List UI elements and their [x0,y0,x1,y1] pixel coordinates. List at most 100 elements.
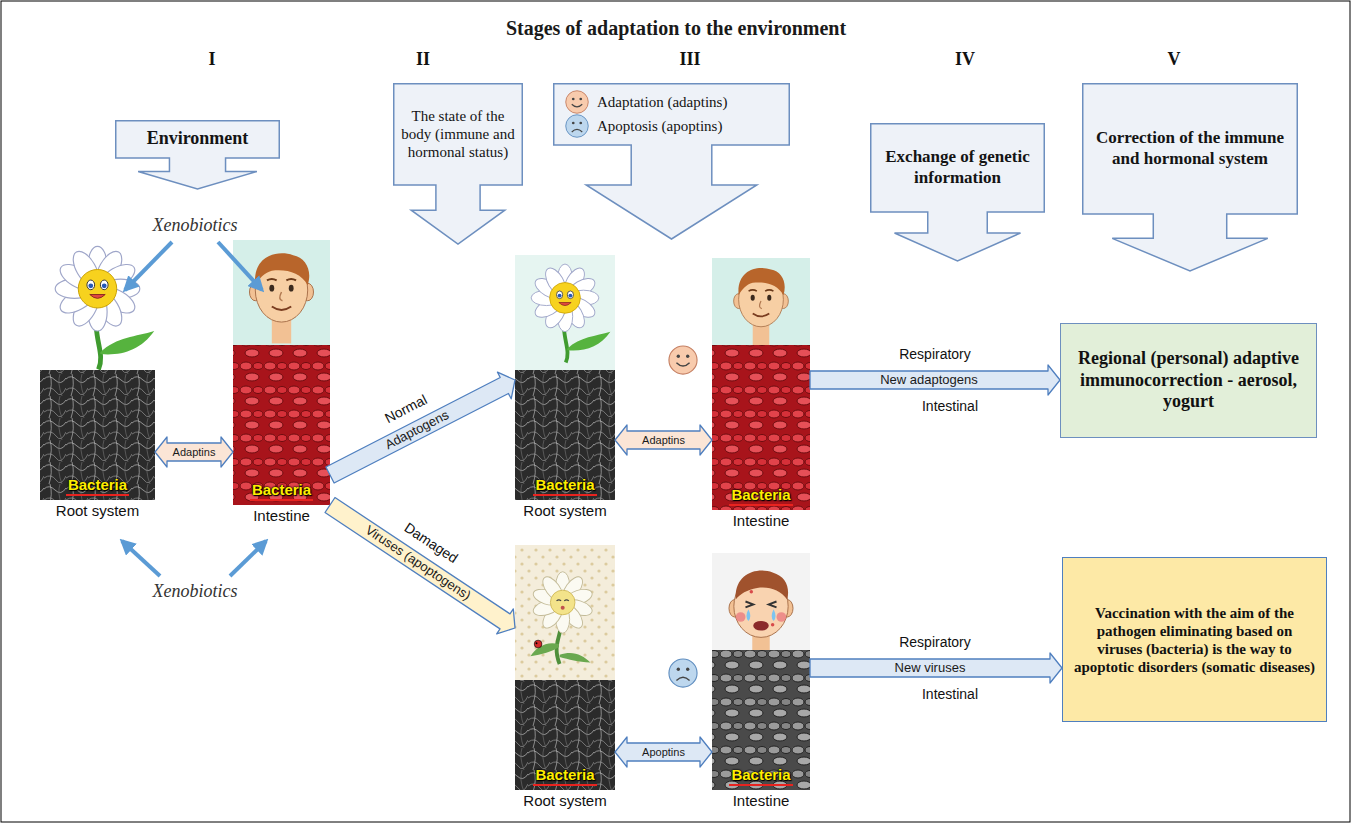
flower-ground [515,545,615,680]
block-arrow [615,425,712,455]
callout-outline [1082,83,1298,272]
result-box: Regional (personal) adaptive immunocorre… [1060,323,1317,438]
result-text: Regional (personal) adaptive immunocorre… [1071,348,1306,413]
xenobiotic-arrow [122,541,160,576]
route-label: Intestinal [922,398,978,415]
root-system-picture [515,680,615,790]
stage-callout: Environment [115,120,280,190]
stage-numeral: I [208,49,215,71]
stage-numeral: IV [955,49,975,71]
block-arrow [615,737,712,767]
happy-flower [531,264,610,362]
person-ground [712,553,810,650]
image-panel: BacteriaRoot system [40,245,155,522]
stage-heading: Exchange of genetic information [878,147,1037,188]
person-ground [712,258,810,345]
mood-face [566,91,589,114]
panel-text-area: BacteriaRoot system [515,766,615,810]
route-label: Intestinal [922,686,978,703]
arrow-label: New adaptogens [878,373,980,387]
picture-label: Bacteria [729,486,792,506]
picture-caption: Intestine [733,792,790,810]
callout-shape [871,124,1045,261]
image-panel: BacteriaRoot system [515,545,615,812]
xenobiotic-arrow [218,242,262,290]
crying-child [729,571,793,650]
arrow-label: Adaptins [171,445,218,459]
result-text: Vaccination with the aim of the pathogen… [1073,604,1316,676]
flower-ground [515,255,615,370]
stage-heading: Adaptation (adaptins) [597,93,727,111]
stage-heading: Environment [147,128,249,150]
panel-text-area: BacteriaRoot system [40,476,155,520]
block-arrow [325,498,515,634]
block-arrow [155,437,233,467]
intestine-picture [712,650,810,790]
happy-person [734,268,789,345]
sad-face [669,659,697,687]
callout-text-area: Exchange of genetic information [870,123,1045,212]
image-panel: BacteriaIntestine [233,240,330,527]
callout-shape [394,84,523,244]
route-label: Respiratory [899,634,971,651]
callout-outline [393,83,523,245]
factor-label: Xenobiotics [153,581,238,603]
happy-flower [55,246,154,369]
stage-callout: Exchange of genetic information [870,123,1045,262]
arrow-note: Damaged [401,519,461,567]
diagram-title: Stages of adaptation to the environment [506,16,846,40]
factor-label: Xenobiotics [153,215,238,237]
block-arrow [810,653,1062,683]
stage-callout: Adaptation (adaptins) Apoptosis (apoptins… [553,83,790,240]
stage-numeral: II [416,49,430,71]
callout-shape [554,84,790,239]
happy-face [669,346,697,374]
happy-person [249,253,313,343]
arrow-label: Apoptins [640,745,687,759]
stage-heading: The state of the body (immune and hormon… [401,107,515,161]
arrow-label: Adaptins [640,433,687,447]
callout-outline [870,123,1045,262]
picture-caption: Intestine [253,507,310,525]
wilted-flower [530,572,594,664]
stage-heading: Apoptosis (apoptins) [597,117,722,135]
picture-caption: Root system [523,792,606,810]
stage-numeral: V [1168,49,1181,71]
xenobiotic-arrow [230,541,266,576]
stage-callout: The state of the body (immune and hormon… [393,83,523,245]
panel-text-area: BacteriaIntestine [233,481,330,525]
picture-label: Bacteria [533,766,596,786]
callout-text-area: The state of the body (immune and hormon… [393,83,523,185]
intestine-picture [233,345,330,505]
picture-caption: Root system [56,502,139,520]
callout-text-area: Correction of the immune and hormonal sy… [1082,83,1298,214]
callout-shape [116,121,280,189]
callout-text-area: Adaptation (adaptins) Apoptosis (apoptins… [553,83,790,145]
callout-shape [1083,84,1298,271]
block-arrow [810,365,1060,395]
panel-text-area: BacteriaIntestine [712,486,810,530]
image-panel: BacteriaRoot system [515,255,615,522]
callout-text-area: Environment [115,120,280,158]
intestine-picture [712,345,810,510]
panel-text-area: BacteriaRoot system [515,476,615,520]
picture-caption: Intestine [733,512,790,530]
result-box: Vaccination with the aim of the pathogen… [1062,557,1327,722]
picture-label: Bacteria [729,766,792,786]
picture-label: Bacteria [533,476,596,496]
route-label: Respiratory [899,346,971,363]
image-panel: BacteriaIntestine [712,258,810,532]
image-panel: BacteriaIntestine [712,553,810,812]
stage-heading: Correction of the immune and hormonal sy… [1090,128,1290,169]
xenobiotic-arrow [125,242,172,290]
picture-label: Bacteria [66,476,129,496]
mood-face [566,115,589,138]
panel-text-area: BacteriaIntestine [712,766,810,810]
block-arrow [326,372,515,483]
root-system-picture [40,370,155,500]
